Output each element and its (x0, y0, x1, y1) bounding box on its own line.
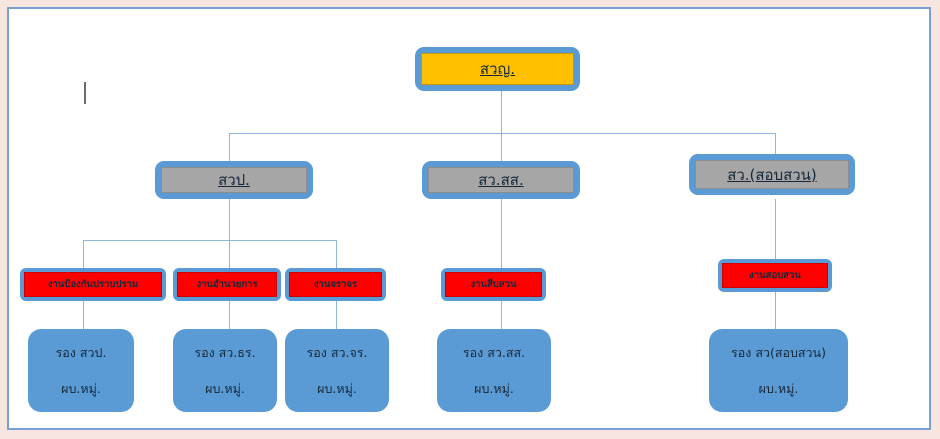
connector-svp-drop-1 (83, 240, 84, 269)
node-position-rong-svsobsuan[interactable]: รอง สว(สอบสวน) ผบ.หมู่. (709, 329, 848, 412)
node-root-suayoo[interactable]: สวญ. (415, 47, 580, 91)
node-unit-prevention-panel: งานป้องกันปราบปราม (24, 272, 162, 297)
node-unit-administration[interactable]: งานอำนวยการ (173, 268, 281, 301)
node-svsobsuan-panel: สว.(สอบสวน) (695, 160, 849, 189)
node-unit-administration-label: งานอำนวยการ (196, 278, 258, 290)
node-position-rong-svjr[interactable]: รอง สว.จร. ผบ.หมู่. (285, 329, 389, 412)
node-position-rong-svp[interactable]: รอง สวป. ผบ.หมู่. (28, 329, 134, 412)
connector-unit2-to-pos2 (229, 301, 230, 329)
document-canvas: สวญ. สวป. สว.สส. สว.(สอบสวน) งานป้องกันป… (7, 7, 931, 430)
node-unit-traffic-label: งานจราจร (313, 278, 358, 290)
node-position-rong-svss[interactable]: รอง สว.สส. ผบ.หมู่. (437, 329, 551, 412)
text-cursor-caret (84, 82, 86, 104)
connector-svsob-down (775, 199, 776, 259)
node-unit-prevention-label: งานป้องกันปราบปราม (47, 278, 139, 290)
node-svp-panel: สวป. (161, 167, 307, 193)
connector-level2-bus (229, 133, 775, 134)
connector-svss-down (501, 199, 502, 269)
connector-svp-drop-2 (229, 240, 230, 269)
node-position-rong-svtr[interactable]: รอง สว.ธร. ผบ.หมู่. (173, 329, 277, 412)
node-unit-prevention[interactable]: งานป้องกันปราบปราม (20, 268, 166, 301)
node-position-rong-svsobsuan-title: รอง สว(สอบสวน) (731, 344, 826, 360)
node-root-panel: สวญ. (421, 53, 574, 85)
node-position-rong-svss-sub: ผบ.หมู่. (474, 380, 514, 396)
node-svsobsuan-label: สว.(สอบสวน) (727, 165, 817, 184)
node-unit-inquiry[interactable]: งานสอบสวน (718, 259, 832, 292)
node-position-rong-svsobsuan-sub: ผบ.หมู่. (758, 380, 799, 396)
connector-unit1-to-pos1 (83, 301, 84, 329)
connector-level2-drop-right (775, 133, 776, 161)
connector-svp-drop-3 (336, 240, 337, 269)
node-position-rong-svjr-title: รอง สว.จร. (306, 344, 368, 360)
connector-svp-down (229, 199, 230, 240)
node-svss-panel: สว.สส. (428, 167, 574, 193)
node-position-rong-svtr-sub: ผบ.หมู่. (205, 380, 245, 396)
node-position-rong-svtr-title: รอง สว.ธร. (194, 344, 256, 360)
node-unit-investigation-label: งานสืบสวน (470, 278, 517, 290)
node-position-rong-svjr-sub: ผบ.หมู่. (317, 380, 357, 396)
node-unit-traffic-panel: งานจราจร (289, 272, 382, 297)
connector-svp-bus (83, 240, 336, 241)
node-position-rong-svp-title: รอง สวป. (55, 344, 107, 360)
node-unit-investigation[interactable]: งานสืบสวน (441, 268, 546, 301)
node-svsobsuan[interactable]: สว.(สอบสวน) (689, 154, 855, 195)
node-unit-traffic[interactable]: งานจราจร (285, 268, 386, 301)
connector-unit3-to-pos3 (336, 301, 337, 329)
node-svp[interactable]: สวป. (155, 161, 313, 199)
node-position-rong-svp-sub: ผบ.หมู่. (61, 380, 101, 396)
node-svp-label: สวป. (218, 171, 250, 189)
connector-level2-drop-center (501, 133, 502, 161)
node-root-label: สวญ. (479, 60, 516, 78)
node-unit-inquiry-label: งานสอบสวน (749, 269, 801, 281)
connector-root-down (501, 91, 502, 133)
node-unit-inquiry-panel: งานสอบสวน (722, 263, 828, 288)
org-chart-stage: สวญ. สวป. สว.สส. สว.(สอบสวน) งานป้องกันป… (9, 9, 929, 428)
node-unit-administration-panel: งานอำนวยการ (177, 272, 277, 297)
connector-level2-drop-left (229, 133, 230, 161)
connector-unit5-to-pos5 (775, 292, 776, 329)
connector-unit4-to-pos4 (501, 301, 502, 329)
node-unit-investigation-panel: งานสืบสวน (445, 272, 542, 297)
node-svss-label: สว.สส. (478, 171, 524, 189)
node-position-rong-svss-title: รอง สว.สส. (462, 344, 526, 360)
node-svss[interactable]: สว.สส. (422, 161, 580, 199)
